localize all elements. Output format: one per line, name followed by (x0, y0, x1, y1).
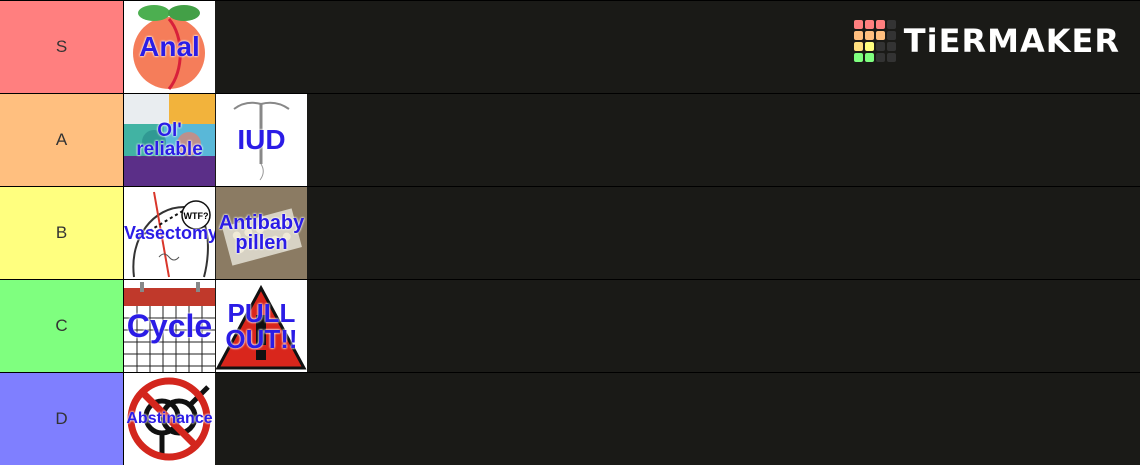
tier-row-s: S Anal (0, 1, 1140, 93)
tier-items-b[interactable]: WTF? Vasectomy Antibaby pillen (124, 187, 1140, 279)
tier-items-a[interactable]: Ol' reliable IUD (124, 94, 1140, 186)
item-caption: PULL OUT!! (225, 298, 298, 354)
tier-label-a[interactable]: A (0, 94, 124, 186)
logo-text: TiERMAKER (903, 22, 1120, 60)
tier-row-a: A Ol' reliable (0, 94, 1140, 186)
tier-label-d[interactable]: D (0, 373, 124, 465)
iud-icon (216, 94, 307, 186)
tiermaker-logo: TiERMAKER (853, 20, 1120, 62)
calendar-icon (124, 280, 215, 372)
tier-items-c[interactable]: Cycle PULL OUT!! (124, 280, 1140, 372)
item-caption: Abstinance (126, 410, 213, 427)
tier-item-abstinance[interactable]: Abstinance (124, 373, 215, 465)
prohibited-gender-symbols-icon (124, 373, 215, 465)
item-caption: Anal (139, 31, 200, 62)
tier-item-antibaby-pillen[interactable]: Antibaby pillen (216, 187, 307, 279)
warning-sign-icon (216, 280, 307, 372)
tier-label-b[interactable]: B (0, 187, 124, 279)
tier-item-anal[interactable]: Anal (124, 1, 215, 93)
tier-item-iud[interactable]: IUD (216, 94, 307, 186)
pill-pack-icon (216, 187, 307, 279)
tier-item-ol-reliable[interactable]: Ol' reliable (124, 94, 215, 186)
item-caption: Cycle (126, 308, 213, 344)
tier-items-s[interactable]: Anal (124, 1, 1140, 93)
tier-label-c[interactable]: C (0, 280, 124, 372)
tier-items-d[interactable]: Abstinance (124, 373, 1140, 465)
svg-text:WTF?: WTF? (184, 211, 209, 221)
item-caption: IUD (237, 124, 286, 155)
vasectomy-diagram-icon: WTF? (124, 187, 215, 279)
tier-row-d: D Abstinance (0, 373, 1140, 465)
item-caption: Vasectomy (124, 223, 215, 243)
tier-row-b: B WTF? Vasectomy (0, 187, 1140, 279)
item-caption: Antibaby pillen (218, 212, 305, 254)
tier-item-pull-out[interactable]: PULL OUT!! (216, 280, 307, 372)
tier-row-c: C Cycle (0, 280, 1140, 372)
peach-icon (124, 1, 215, 93)
logo-grid-icon (853, 20, 896, 62)
item-caption: Ol' reliable (136, 120, 203, 160)
tier-item-cycle[interactable]: Cycle (124, 280, 215, 372)
tier-label-s[interactable]: S (0, 1, 124, 93)
condoms-icon (124, 94, 215, 186)
tier-item-vasectomy[interactable]: WTF? Vasectomy (124, 187, 215, 279)
